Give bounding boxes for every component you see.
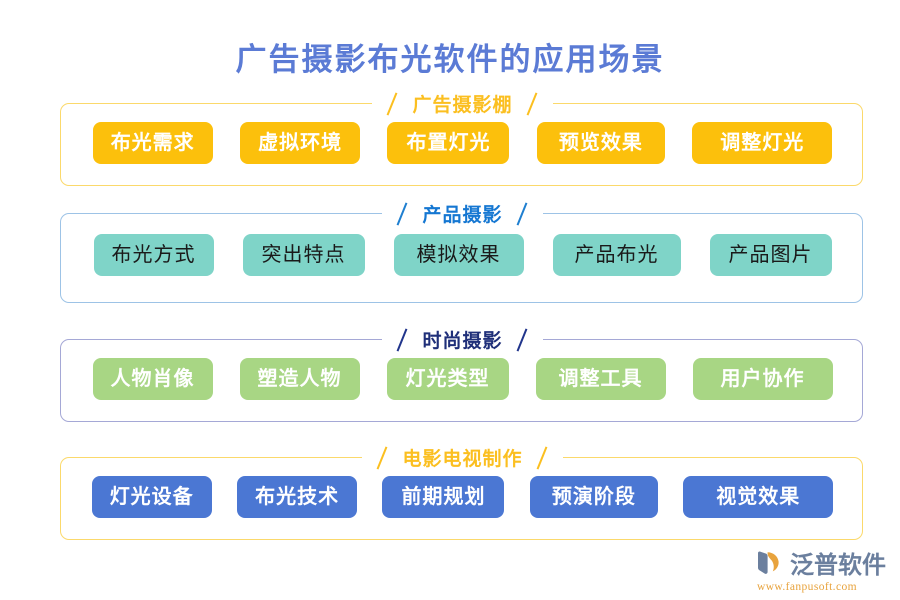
pill-item[interactable]: 产品图片 xyxy=(709,234,832,276)
slash-left-icon xyxy=(376,446,389,470)
pill-item[interactable]: 视觉效果 xyxy=(683,476,834,518)
pill-item[interactable]: 布置灯光 xyxy=(387,122,510,164)
fanpu-swoosh-icon xyxy=(758,550,779,574)
section-title: 电影电视制作 xyxy=(402,449,523,470)
pill-row: 布光需求 虚拟环境 布置灯光 预览效果 调整灯光 xyxy=(61,122,864,164)
section-header: 电影电视制作 xyxy=(61,444,864,471)
section-title: 产品摄影 xyxy=(422,205,503,226)
logo-wordmark: 泛普软件 xyxy=(790,553,886,579)
logo-url: www.fanpusoft.com xyxy=(757,581,857,593)
pill-item[interactable]: 用户协作 xyxy=(692,358,833,400)
pill-row: 布光方式 突出特点 模拟效果 产品布光 产品图片 xyxy=(61,234,864,276)
section-header: 产品摄影 xyxy=(61,200,864,227)
pill-row: 灯光设备 布光技术 前期规划 预演阶段 视觉效果 xyxy=(61,476,864,518)
pill-item[interactable]: 灯光设备 xyxy=(91,476,212,518)
pill-item[interactable]: 布光方式 xyxy=(93,234,214,276)
slash-right-icon xyxy=(526,92,539,116)
section-title: 时尚摄影 xyxy=(422,331,503,352)
section-film-tv-production: 电影电视制作 灯光设备 布光技术 前期规划 预演阶段 视觉效果 xyxy=(60,444,864,540)
slash-right-icon xyxy=(516,328,529,352)
pill-item[interactable]: 调整灯光 xyxy=(692,122,833,164)
page-title: 广告摄影布光软件的应用场景 xyxy=(235,42,665,77)
pill-item[interactable]: 灯光类型 xyxy=(386,358,509,400)
pill-item[interactable]: 虚拟环境 xyxy=(240,122,361,164)
pill-item[interactable]: 突出特点 xyxy=(242,234,365,276)
section-fashion-photography: 时尚摄影 人物肖像 塑造人物 灯光类型 调整工具 用户协作 xyxy=(60,326,864,422)
slash-right-icon xyxy=(516,202,529,226)
section-product-photography: 产品摄影 布光方式 突出特点 模拟效果 产品布光 产品图片 xyxy=(60,200,864,303)
section-title: 广告摄影棚 xyxy=(412,95,513,116)
pill-item[interactable]: 塑造人物 xyxy=(239,358,360,400)
pill-item[interactable]: 预览效果 xyxy=(536,122,665,164)
section-header: 广告摄影棚 xyxy=(61,90,864,117)
pill-item[interactable]: 产品布光 xyxy=(552,234,681,276)
pill-item[interactable]: 布光技术 xyxy=(237,476,358,518)
slash-left-icon xyxy=(396,202,409,226)
pill-item[interactable]: 预演阶段 xyxy=(529,476,658,518)
pill-item[interactable]: 布光需求 xyxy=(92,122,213,164)
pill-item[interactable]: 前期规划 xyxy=(382,476,505,518)
slash-left-icon xyxy=(396,328,409,352)
slash-right-icon xyxy=(536,446,549,470)
pill-row: 人物肖像 塑造人物 灯光类型 调整工具 用户协作 xyxy=(61,358,864,400)
pill-item[interactable]: 模拟效果 xyxy=(393,234,524,276)
pill-item[interactable]: 人物肖像 xyxy=(92,358,213,400)
section-advertising-studio: 广告摄影棚 布光需求 虚拟环境 布置灯光 预览效果 调整灯光 xyxy=(60,90,864,186)
slash-left-icon xyxy=(386,92,399,116)
section-header: 时尚摄影 xyxy=(61,326,864,353)
pill-item[interactable]: 调整工具 xyxy=(535,358,666,400)
brand-logo: 泛普软件 www.fanpusoft.com xyxy=(755,545,895,593)
